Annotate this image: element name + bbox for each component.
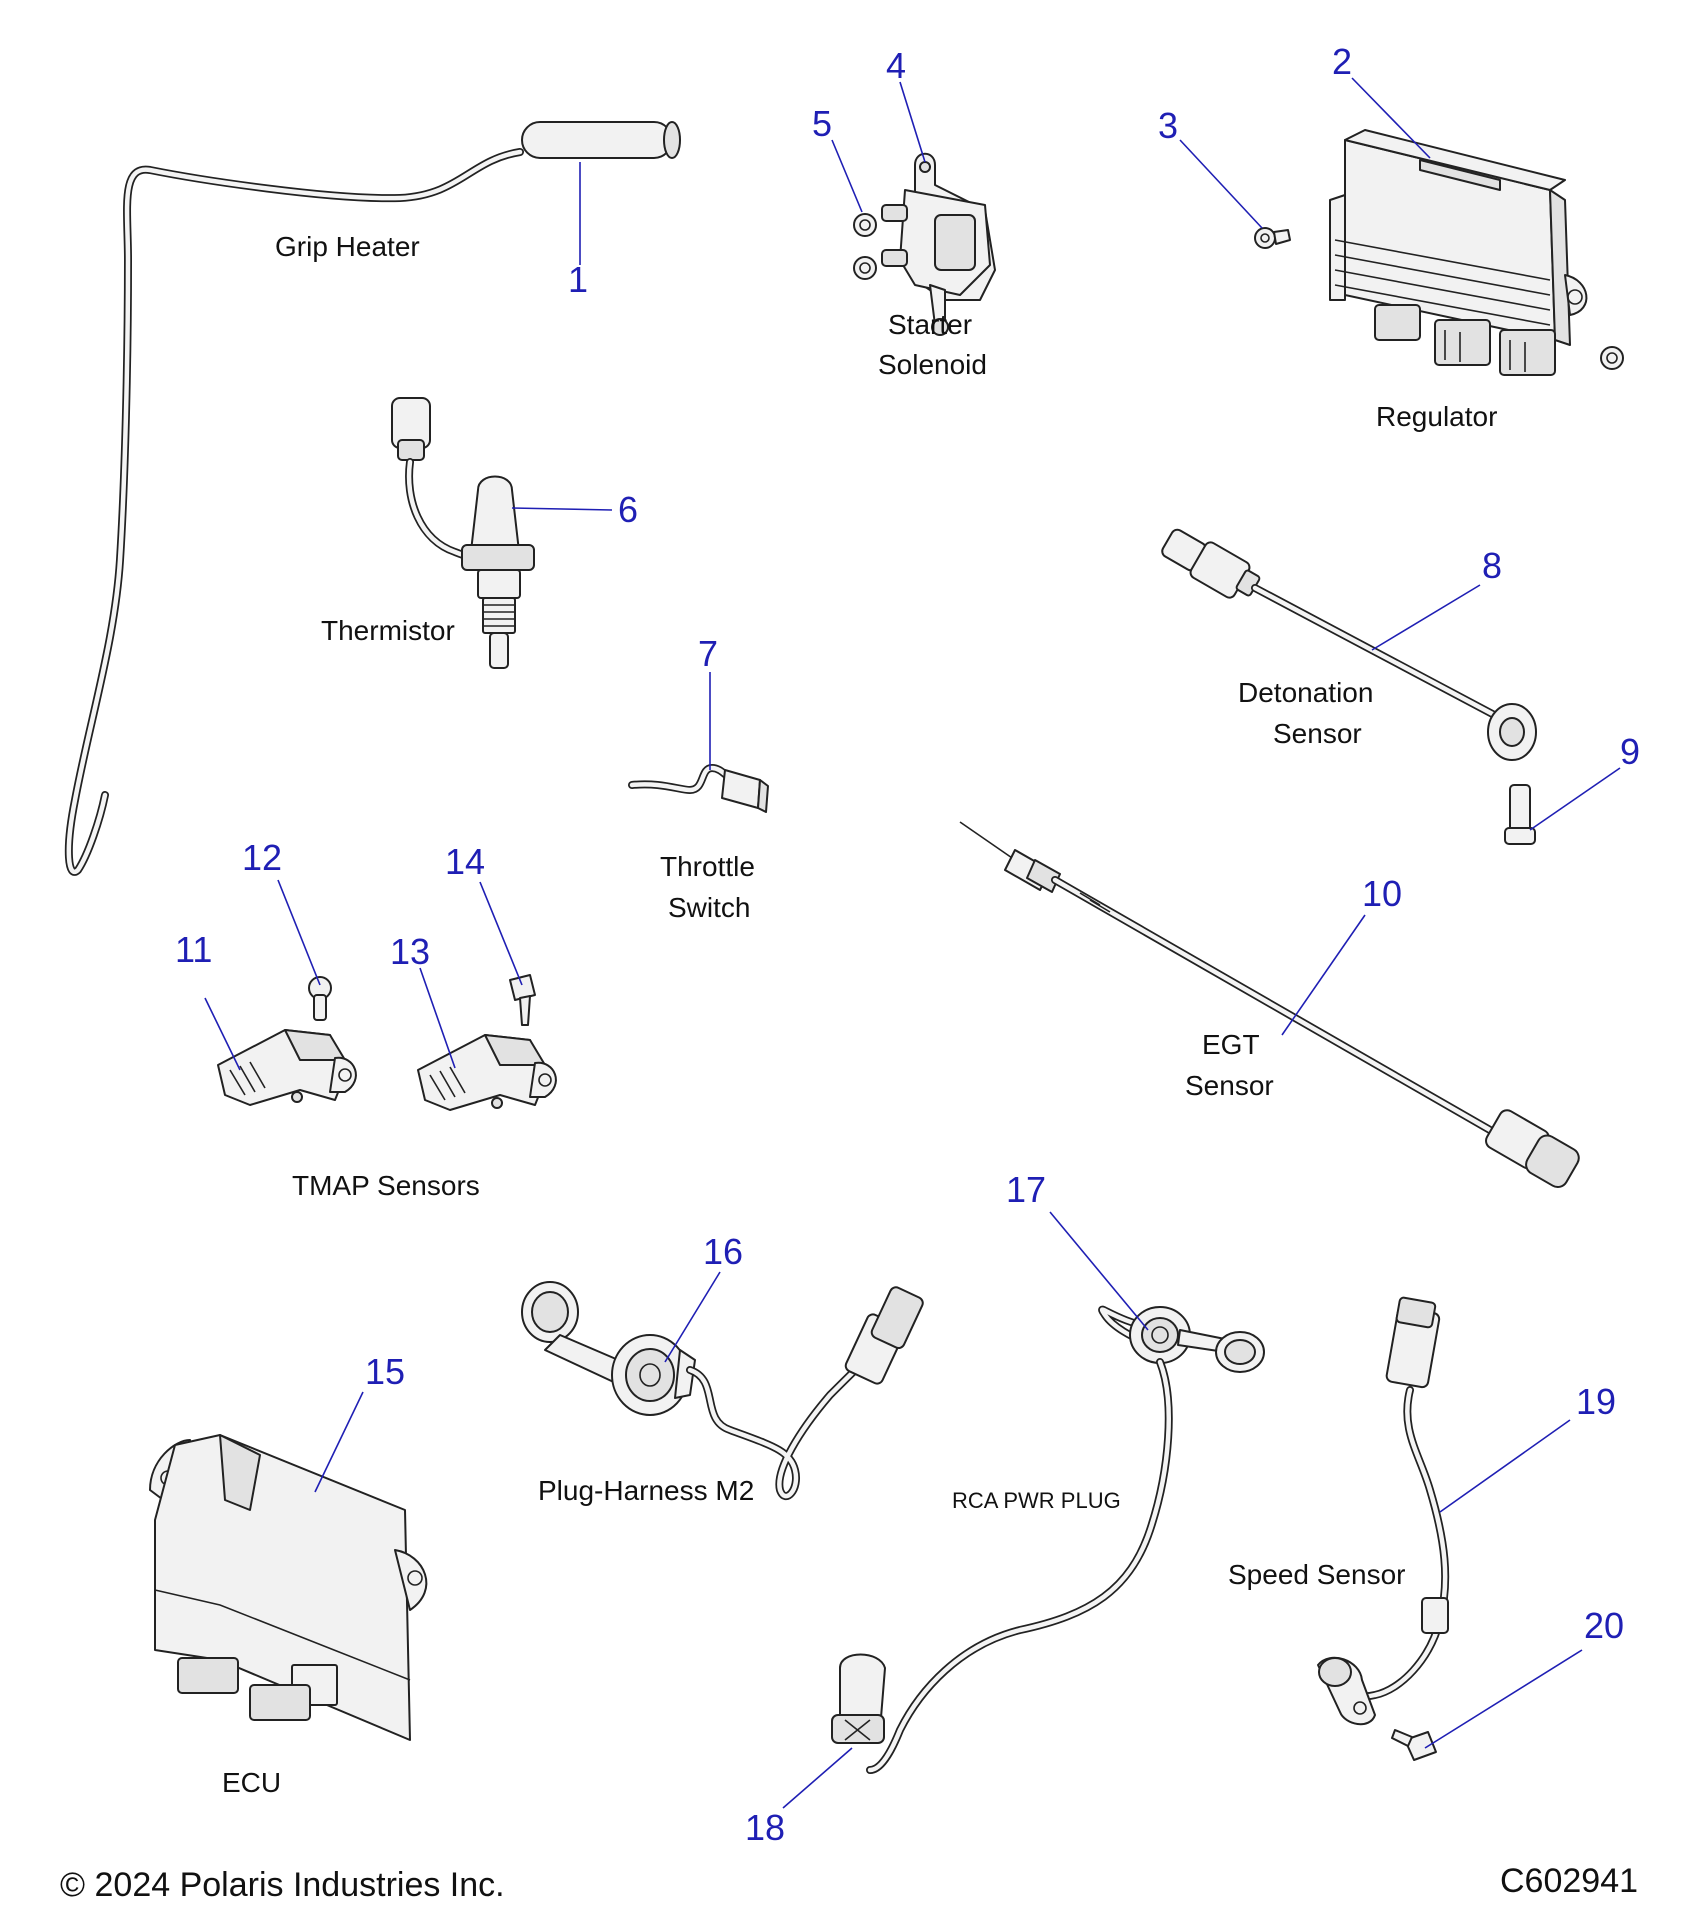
copyright-text: © 2024 Polaris Industries Inc. [60,1866,505,1904]
leader-lines [204,77,1621,1809]
callout-11: 11 [175,929,212,970]
callout-18: 18 [745,1807,785,1848]
label-rca-pwr-plug: RCA PWR PLUG [952,1488,1121,1513]
detonation-sensor-part [1161,528,1537,845]
label-tmap-sensors: TMAP Sensors [292,1170,480,1201]
grip-heater-part [64,121,681,876]
label-ecu: ECU [222,1767,281,1798]
rca-pwr-plug-part [831,1305,1265,1774]
label-detonation-line2: Sensor [1273,718,1362,749]
callout-15: 15 [365,1351,405,1392]
footer: © 2024 Polaris Industries Inc. C602941 [60,1862,1638,1904]
callout-6: 6 [618,489,638,530]
callout-numbers: 1 2 3 4 5 6 7 8 9 10 11 12 13 14 15 16 1… [175,41,1640,1848]
callout-16: 16 [703,1231,743,1272]
diagram-code: C602941 [1500,1862,1638,1900]
callout-7: 7 [698,633,718,674]
label-detonation-line1: Detonation [1238,677,1373,708]
callout-3: 3 [1158,105,1178,146]
egt-sensor-part [959,821,1580,1189]
label-regulator: Regulator [1376,401,1497,432]
plug-harness-part [521,1281,924,1501]
label-starter-line2: Solenoid [878,349,987,380]
callout-8: 8 [1482,545,1502,586]
callout-20: 20 [1584,1605,1624,1646]
part-labels: Grip Heater Starter Solenoid Regulator T… [222,231,1497,1798]
callout-17: 17 [1006,1169,1046,1210]
tmap-sensors-part [217,974,557,1111]
callout-13: 13 [390,931,430,972]
callout-12: 12 [242,837,282,878]
callout-14: 14 [445,841,485,882]
ecu-part [149,1434,428,1741]
label-throttle-line1: Throttle [660,851,755,882]
label-grip-heater: Grip Heater [275,231,420,262]
thermistor-part [391,397,535,669]
speed-sensor-part [1317,1296,1450,1761]
callout-2: 2 [1332,41,1352,82]
callout-5: 5 [812,103,832,144]
label-starter-line1: Starter [888,309,972,340]
label-throttle-line2: Switch [668,892,750,923]
callout-10: 10 [1362,873,1402,914]
starter-solenoid-part [853,152,996,336]
callout-1: 1 [568,259,588,300]
callout-4: 4 [886,45,906,86]
label-egt-line1: EGT [1202,1029,1260,1060]
label-thermistor: Thermistor [321,615,455,646]
callout-9: 9 [1620,731,1640,772]
regulator-part [1254,129,1624,376]
label-plug-harness: Plug-Harness M2 [538,1475,754,1506]
callout-19: 19 [1576,1381,1616,1422]
label-speed-sensor: Speed Sensor [1228,1559,1405,1590]
throttle-switch-part [628,764,769,813]
label-egt-line2: Sensor [1185,1070,1274,1101]
